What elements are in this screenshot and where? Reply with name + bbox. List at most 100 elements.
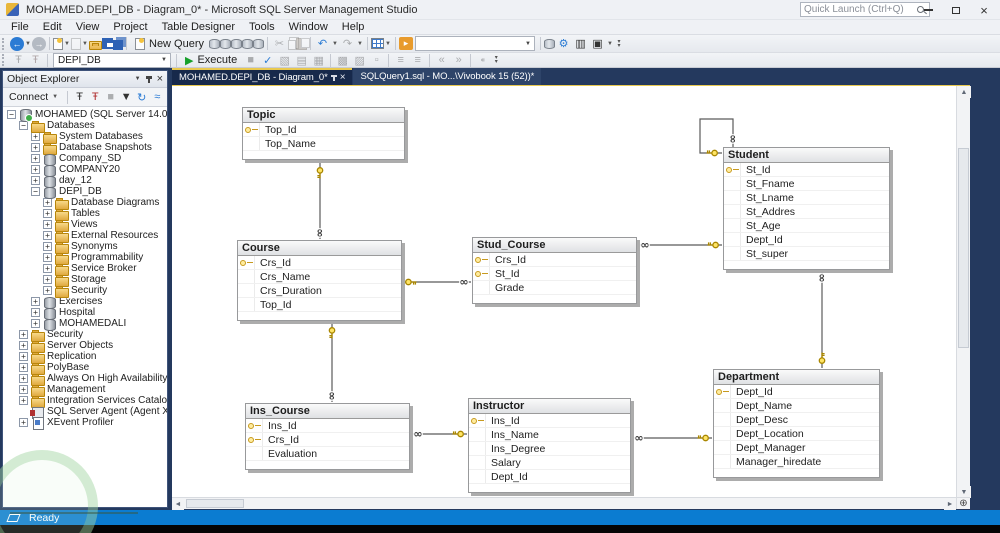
expander-icon[interactable]: + [31, 176, 40, 185]
menu-item-file[interactable]: File [11, 21, 29, 33]
parse-query-icon[interactable]: ✓ [263, 54, 273, 67]
quick-launch-input[interactable]: Quick Launch (Ctrl+Q) [800, 2, 930, 17]
er-field-row[interactable]: Ins_Id [469, 414, 630, 428]
tree-item-day-12[interactable]: +day_12 [3, 175, 167, 188]
tree-item-server-objects[interactable]: +Server Objects [3, 340, 167, 353]
horizontal-scroll-thumb[interactable] [186, 499, 244, 508]
expander-icon[interactable]: + [19, 363, 28, 372]
er-field-row[interactable]: Crs_Id [473, 253, 636, 267]
document-tab-1[interactable]: MOHAMED.DEPI_DB - Diagram_0*× [172, 68, 353, 85]
open-file-icon[interactable] [89, 40, 102, 50]
connect-dropdown[interactable]: Connect▼ [9, 91, 59, 103]
tree-item-always-on-high-availability[interactable]: +Always On High Availability [3, 373, 167, 386]
er-field-row[interactable]: Top_Id [243, 123, 404, 137]
tree-item-mohamed-sql-server-14-0-2095-1[interactable]: −MOHAMED (SQL Server 14.0.2095.1 - MO [3, 108, 167, 122]
er-field-row[interactable]: Manager_hiredate [714, 455, 879, 469]
er-field-row[interactable]: Dept_Manager [714, 441, 879, 455]
expander-icon[interactable]: + [43, 253, 52, 262]
er-field-row[interactable]: St_Addres [724, 205, 889, 219]
xmla-query-icon[interactable] [242, 38, 254, 49]
results-grid-icon[interactable]: ▨ [354, 54, 365, 67]
database-engine-query-icon[interactable] [209, 38, 221, 49]
vertical-scroll-thumb[interactable] [958, 148, 969, 348]
tree-item-database-snapshots[interactable]: +Database Snapshots [3, 142, 167, 155]
horizontal-scrollbar[interactable]: ◄ ► [172, 497, 956, 510]
expander-icon[interactable]: + [19, 341, 28, 350]
er-field-row[interactable]: Crs_Name [238, 270, 401, 284]
execute-button[interactable]: ▶Execute [180, 52, 242, 68]
nav-back-icon[interactable]: ← [10, 36, 24, 51]
menu-item-edit[interactable]: Edit [42, 21, 62, 33]
main-toolbar-combo[interactable]: ▼ [415, 36, 536, 51]
new-project-caret-icon[interactable]: ▼ [82, 40, 88, 47]
combo-caret-icon[interactable]: ▼ [525, 40, 531, 47]
panel-menu-caret-icon[interactable]: ▼ [134, 76, 141, 82]
cut-icon[interactable]: ✂ [274, 38, 285, 50]
expander-icon[interactable]: + [43, 264, 52, 273]
expander-icon[interactable]: + [43, 231, 52, 240]
expander-icon[interactable]: + [19, 418, 28, 427]
expander-icon[interactable]: + [43, 286, 52, 295]
er-field-row[interactable]: St_super [724, 247, 889, 261]
document-tab-2[interactable]: SQLQuery1.sql - MO...\Vivobook 15 (52))* [353, 68, 542, 85]
er-field-row[interactable]: Grade [473, 281, 636, 295]
outdent-icon[interactable]: « [438, 54, 445, 66]
sqlcmd-query-icon[interactable] [253, 38, 265, 49]
expander-icon[interactable]: + [31, 154, 40, 163]
activity-monitor-icon[interactable]: ≈ [154, 91, 161, 103]
new-project-icon[interactable] [71, 37, 81, 50]
menu-item-tools[interactable]: Tools [248, 21, 275, 33]
change-connection-icon[interactable]: Ŧ [15, 54, 22, 66]
tree-item-polybase[interactable]: +PolyBase [3, 362, 167, 375]
dmx-query-icon[interactable] [231, 38, 243, 49]
tree-item-replication[interactable]: +Replication [3, 351, 167, 364]
tree-item-views[interactable]: +Views [3, 219, 167, 232]
tree-item-exercises[interactable]: +Exercises [3, 296, 167, 309]
er-field-row[interactable]: Ins_Degree [469, 442, 630, 456]
er-field-row[interactable]: Dept_Id [724, 233, 889, 247]
settings-gear-icon[interactable]: ⚙ [558, 38, 569, 50]
er-field-row[interactable]: Dept_Desc [714, 413, 879, 427]
uncomment-icon[interactable]: ≡ [414, 54, 421, 66]
nav-back-caret-icon[interactable]: ▼ [25, 40, 31, 47]
minimize-button[interactable] [922, 4, 934, 16]
vertical-scrollbar[interactable]: ▲ ▼ [956, 86, 971, 498]
expander-icon[interactable]: + [19, 352, 28, 361]
tree-item-integration-services-catalogs[interactable]: +Integration Services Catalogs [3, 395, 167, 408]
expander-icon[interactable]: − [31, 187, 40, 196]
expander-icon[interactable]: + [31, 132, 40, 141]
tree-item-service-broker[interactable]: +Service Broker [3, 263, 167, 276]
redo-icon[interactable]: ↷ [342, 38, 353, 50]
close-button[interactable]: × [980, 2, 988, 18]
tree-item-system-databases[interactable]: +System Databases [3, 131, 167, 144]
connect-object-icon[interactable]: Ŧ [76, 91, 84, 103]
new-file-caret-icon[interactable]: ▼ [64, 40, 70, 47]
filter-icon[interactable]: ▼ [120, 91, 132, 103]
undo-icon[interactable]: ↶ [317, 38, 328, 50]
er-field-row[interactable]: Ins_Name [469, 428, 630, 442]
expander-icon[interactable]: + [19, 396, 28, 405]
toolbar-grip[interactable] [2, 54, 7, 66]
tab-close-icon[interactable]: × [339, 71, 346, 83]
tree-item-tables[interactable]: +Tables [3, 208, 167, 221]
menu-item-table-designer[interactable]: Table Designer [161, 21, 235, 33]
new-query-button[interactable]: New Query [130, 36, 209, 52]
tree-item-management[interactable]: +Management [3, 384, 167, 397]
expander-icon[interactable]: + [31, 297, 40, 306]
er-field-row[interactable]: Salary [469, 456, 630, 470]
live-query-stats-icon[interactable]: ▤ [296, 54, 307, 67]
expander-icon[interactable]: + [19, 374, 28, 383]
stop-icon[interactable]: ■ [107, 91, 115, 103]
toolbar-overflow-1[interactable]: ▾▾ [617, 38, 621, 49]
new-query-doc-icon[interactable] [53, 37, 63, 50]
expander-icon[interactable]: + [31, 165, 40, 174]
copy-icon[interactable] [288, 39, 297, 50]
expander-icon[interactable]: + [31, 319, 40, 328]
toolbar-grip[interactable] [2, 37, 7, 50]
paste-icon[interactable] [296, 37, 311, 50]
mdx-query-icon[interactable] [220, 38, 232, 49]
estimated-plan-icon[interactable]: ▧ [279, 54, 290, 67]
tree-item-storage[interactable]: +Storage [3, 274, 167, 287]
